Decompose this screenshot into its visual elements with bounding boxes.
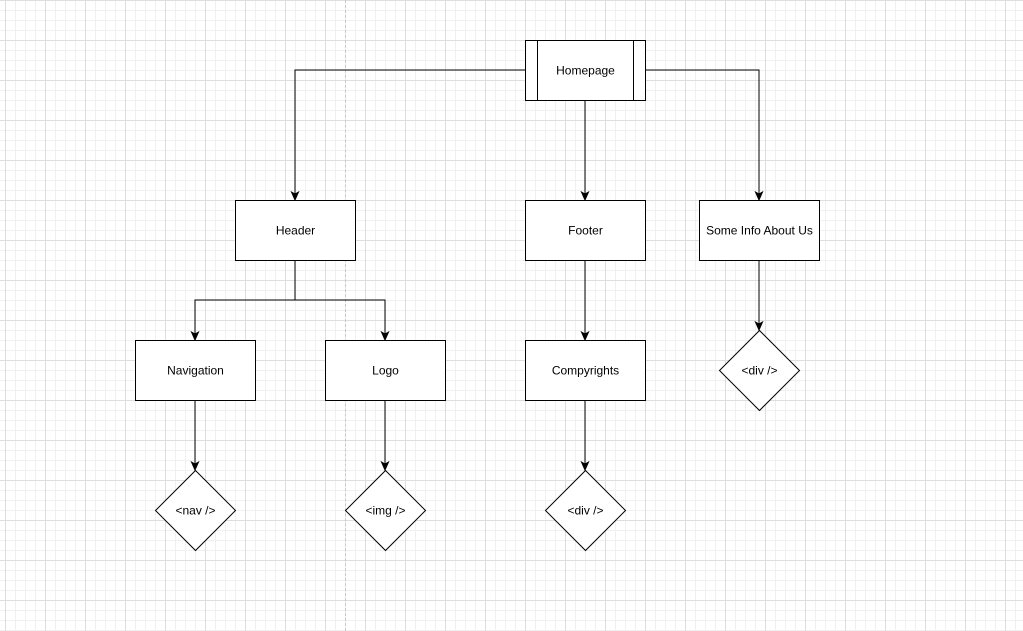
- arrowhead: [380, 330, 390, 342]
- edge-homepage-to-info[interactable]: [645, 69, 764, 202]
- arrowhead: [754, 320, 764, 332]
- process-box: [135, 340, 256, 401]
- edge-homepage-to-header[interactable]: [290, 69, 526, 202]
- process-box: [525, 340, 646, 401]
- node-info-div[interactable]: <div />: [718, 329, 801, 412]
- node-label: Some Info About Us: [706, 224, 813, 238]
- node-footer[interactable]: Footer: [525, 200, 646, 261]
- node-label: Footer: [568, 224, 603, 238]
- arrowhead: [380, 460, 390, 472]
- connector-line: [194, 260, 296, 334]
- node-label: <div />: [741, 364, 777, 378]
- edge-copyrights-to-copy-div[interactable]: [580, 400, 590, 472]
- node-label: <div />: [567, 504, 603, 518]
- arrowhead: [190, 330, 200, 342]
- decision-diamond: [544, 469, 627, 552]
- connector-line: [645, 69, 760, 194]
- process-box: [325, 340, 446, 401]
- node-copy-div[interactable]: <div />: [544, 469, 627, 552]
- edge-footer-to-copyrights[interactable]: [580, 260, 590, 342]
- edge-navigation-to-nav-tag[interactable]: [190, 400, 200, 472]
- process-box: [699, 200, 820, 261]
- decision-diamond: [344, 469, 427, 552]
- node-label: Navigation: [167, 364, 224, 378]
- node-label: <img />: [365, 504, 405, 518]
- arrowhead: [290, 190, 300, 202]
- connector-line: [295, 299, 386, 334]
- process-box: [235, 200, 356, 261]
- node-copyrights[interactable]: Compyrights: [525, 340, 646, 401]
- node-nav-tag[interactable]: <nav />: [154, 469, 237, 552]
- page-break-guide: [345, 0, 346, 631]
- process-box: [525, 200, 646, 261]
- node-header[interactable]: Header: [235, 200, 356, 261]
- decision-diamond: [154, 469, 237, 552]
- node-label: Homepage: [556, 64, 615, 78]
- edge-header-to-logo[interactable]: [295, 299, 390, 342]
- arrowhead: [580, 330, 590, 342]
- node-label: Header: [276, 224, 315, 238]
- node-label: <nav />: [175, 504, 215, 518]
- node-logo[interactable]: Logo: [325, 340, 446, 401]
- node-label: Compyrights: [552, 364, 619, 378]
- arrowhead: [580, 190, 590, 202]
- node-navigation[interactable]: Navigation: [135, 340, 256, 401]
- arrowhead: [190, 460, 200, 472]
- edge-info-to-info-div[interactable]: [754, 260, 764, 332]
- node-label: Logo: [372, 364, 399, 378]
- edge-homepage-to-footer[interactable]: [580, 100, 590, 202]
- decision-diamond: [718, 329, 801, 412]
- edge-header-to-navigation[interactable]: [190, 260, 296, 342]
- edges-layer: [190, 69, 764, 472]
- arrowhead: [580, 460, 590, 472]
- subprocess-box: [525, 40, 646, 101]
- connector-line: [294, 69, 525, 194]
- edge-logo-to-img-tag[interactable]: [380, 400, 390, 472]
- arrowhead: [754, 190, 764, 202]
- node-homepage[interactable]: Homepage: [525, 40, 646, 101]
- node-info[interactable]: Some Info About Us: [699, 200, 820, 261]
- node-img-tag[interactable]: <img />: [344, 469, 427, 552]
